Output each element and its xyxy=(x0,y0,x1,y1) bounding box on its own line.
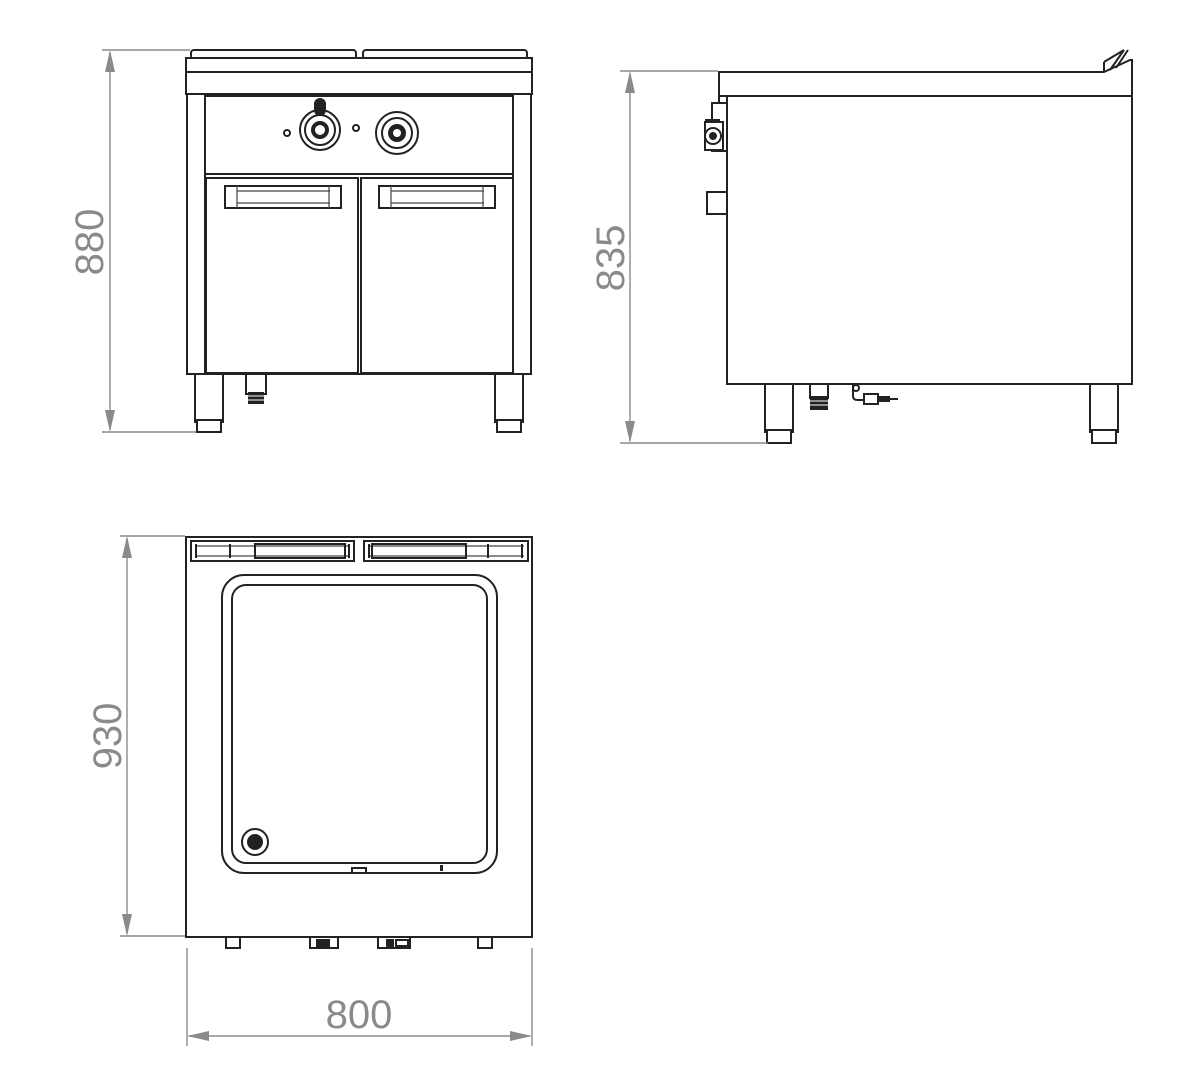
dimension-top-width: 800 xyxy=(186,948,533,1046)
door-right xyxy=(360,177,514,374)
front-view xyxy=(185,49,533,433)
dimension-top-depth: 930 xyxy=(86,535,185,937)
dimension-front-height: 880 xyxy=(68,49,196,433)
back-rail xyxy=(190,540,529,562)
top-view xyxy=(185,536,533,949)
dimension-side-height: 835 xyxy=(589,70,768,444)
drain-hole xyxy=(241,828,269,856)
control-knob-right xyxy=(375,111,419,155)
side-knob xyxy=(704,102,728,152)
dimension-label-880: 880 xyxy=(68,209,112,276)
dimension-label-835: 835 xyxy=(589,225,633,292)
side-view xyxy=(704,49,1133,444)
dimension-label-930: 930 xyxy=(86,703,130,770)
control-knob-left xyxy=(299,98,341,151)
door-handle-left xyxy=(224,185,342,209)
dimension-label-800: 800 xyxy=(326,993,393,1037)
door-handle-right xyxy=(378,185,496,209)
fry-tank-inner xyxy=(231,584,488,864)
door-left xyxy=(205,177,359,374)
